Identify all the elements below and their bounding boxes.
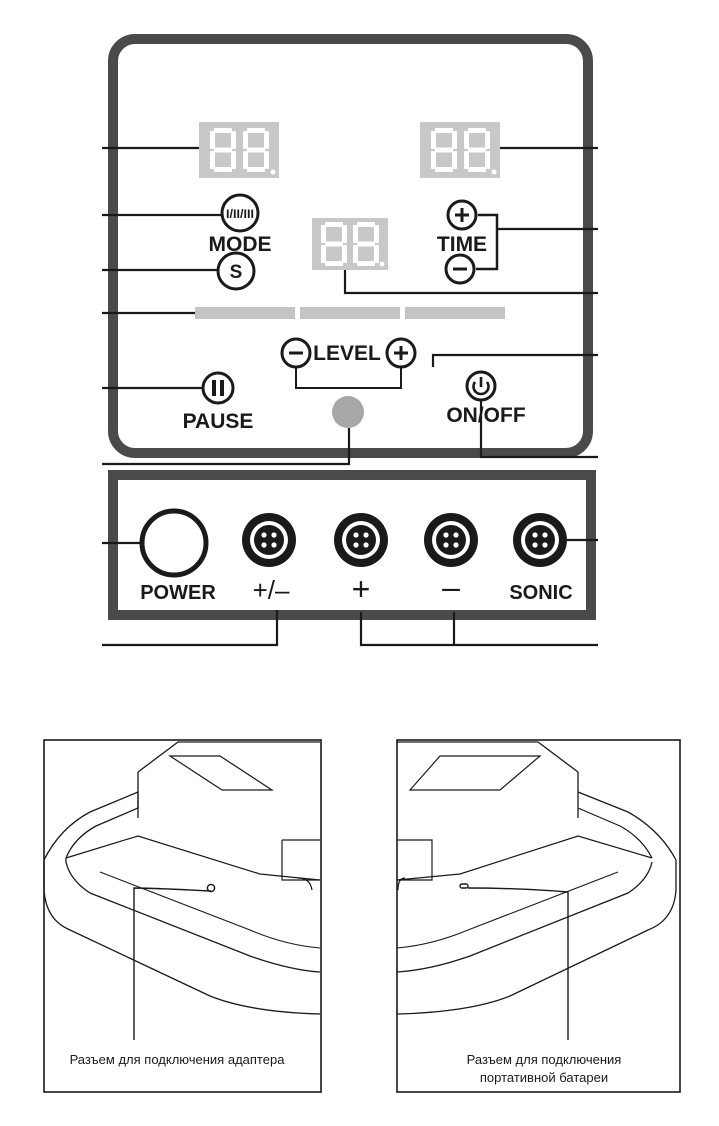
pause-icon <box>212 380 216 396</box>
port-sonic[interactable] <box>513 513 567 567</box>
level-bracket <box>295 367 402 389</box>
plus-icon <box>455 208 469 222</box>
callout-lines-bottom <box>102 538 598 647</box>
right-display <box>420 122 500 178</box>
port-label-sonic: SONIC <box>509 582 572 604</box>
level-bars <box>195 307 505 319</box>
onoff-button[interactable] <box>465 370 497 402</box>
callout-lines-top <box>102 146 598 466</box>
plus-icon <box>394 346 408 360</box>
mode-badge-text: I/II/III <box>226 207 254 221</box>
left-display <box>199 122 279 178</box>
center-display <box>312 218 388 270</box>
mode-label: MODE <box>209 233 272 256</box>
port-minus[interactable] <box>424 513 478 567</box>
battery-caption-line2: портативной батареи <box>480 1070 608 1085</box>
power-icon <box>472 381 490 396</box>
level-plus-button[interactable] <box>385 337 417 369</box>
time-minus-button[interactable] <box>444 253 476 285</box>
port-label-minus: – <box>442 569 460 605</box>
level-label: LEVEL <box>313 342 381 365</box>
pause-label: PAUSE <box>183 410 254 433</box>
adapter-socket-illustration: Разъем для подключения адаптера <box>43 739 322 1093</box>
time-plus-button[interactable] <box>446 199 478 231</box>
power-button[interactable] <box>139 508 209 578</box>
control-panel: I/II/III MODE S TIME LEVEL <box>108 34 593 458</box>
s-button[interactable]: S <box>216 251 256 291</box>
power-label: POWER <box>140 582 216 604</box>
adapter-socket <box>206 883 216 893</box>
level-minus-button[interactable] <box>280 337 312 369</box>
battery-socket <box>459 883 469 889</box>
port-plus[interactable] <box>334 513 388 567</box>
onoff-label: ON/OFF <box>446 404 525 427</box>
mode-button[interactable]: I/II/III <box>220 193 260 233</box>
time-bracket <box>476 213 499 271</box>
adapter-caption: Разъем для подключения адаптера <box>70 1052 286 1067</box>
port-plus-minus[interactable] <box>242 513 296 567</box>
battery-caption-line1: Разъем для подключения <box>467 1052 622 1067</box>
indicator-led <box>332 396 364 428</box>
battery-socket-illustration: Разъем для подключения портативной батар… <box>396 739 681 1093</box>
s-button-label: S <box>230 262 243 283</box>
port-label-plus: + <box>352 571 371 607</box>
port-label-plus-minus: +/– <box>253 575 290 605</box>
pause-button[interactable] <box>201 371 235 405</box>
connector-panel: POWER +/– + – SONIC <box>108 470 596 620</box>
time-label: TIME <box>437 233 487 256</box>
